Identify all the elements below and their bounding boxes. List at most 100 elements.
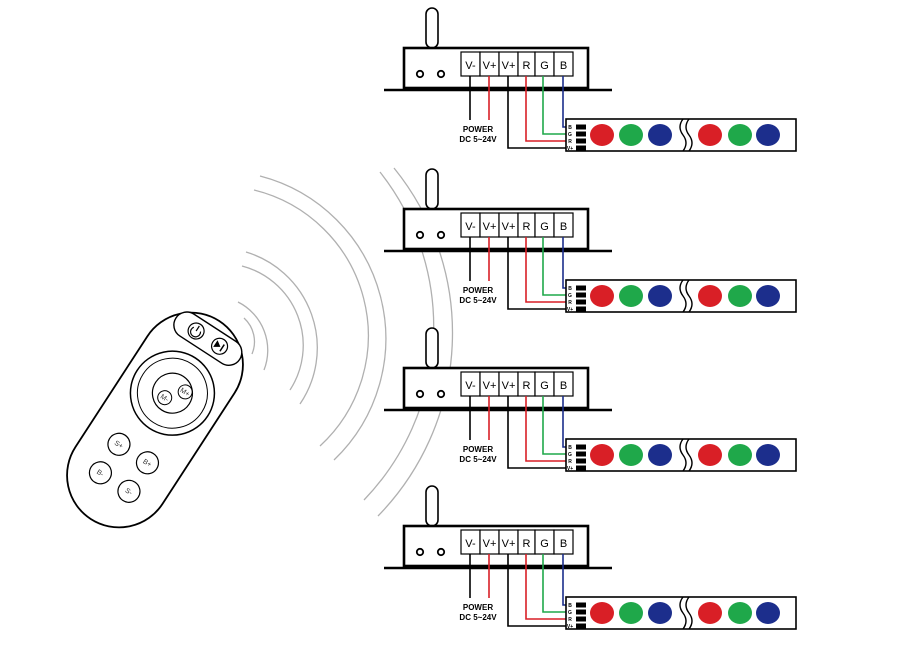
terminal-label: V+ <box>483 221 497 233</box>
terminal-label: V+ <box>502 60 516 72</box>
terminal-label: V+ <box>483 538 497 550</box>
terminal-label: G <box>540 60 549 72</box>
strip-pin <box>576 465 586 471</box>
strip-pin-label: B <box>568 603 572 609</box>
strip-pin-label: G <box>568 293 572 299</box>
strip-pin-label: V+ <box>567 307 573 313</box>
led-dot <box>648 444 672 466</box>
led-dot <box>648 124 672 146</box>
red-wire <box>525 554 578 620</box>
button-b-plus-label: B+ <box>141 458 152 469</box>
strip-pin <box>576 609 586 615</box>
strip-break <box>679 438 687 472</box>
button-s-minus[interactable]: S- <box>114 476 144 506</box>
power-icon[interactable] <box>185 320 207 342</box>
strip-pin <box>576 444 586 450</box>
vplus-wire <box>507 396 578 469</box>
remote-control: M+ M- B+ B- S+ S- <box>66 311 244 529</box>
terminal-label: B <box>560 380 567 392</box>
strip-pin <box>576 124 586 130</box>
strip-break <box>679 596 687 630</box>
led-dot <box>756 602 780 624</box>
terminal-label: G <box>540 380 549 392</box>
red-wire <box>525 237 578 303</box>
strip-pin <box>576 145 586 151</box>
led-dot <box>728 124 752 146</box>
screw-icon <box>436 547 446 557</box>
screw-icon <box>436 69 446 79</box>
strip-break <box>685 596 693 630</box>
screw-icon <box>415 547 425 557</box>
antenna-icon <box>425 7 439 49</box>
led-dot <box>619 285 643 307</box>
button-b-minus[interactable]: B- <box>85 458 115 488</box>
wires <box>469 76 578 149</box>
button-s-plus[interactable]: S+ <box>104 429 134 459</box>
touch-wheel[interactable] <box>114 335 230 451</box>
button-b-plus[interactable]: B+ <box>132 448 162 478</box>
led-dot <box>756 444 780 466</box>
voltage-label: DC 5~24V <box>459 455 497 464</box>
strip-pin-label: V+ <box>567 624 573 630</box>
terminal-label: B <box>560 221 567 233</box>
button-s-minus-label: S- <box>124 487 134 497</box>
screw-icon <box>436 230 446 240</box>
led-dot <box>756 124 780 146</box>
led-dot <box>590 285 614 307</box>
screw-icon <box>415 389 425 399</box>
strip-pin-label: V+ <box>567 466 573 472</box>
terminal-label: V+ <box>502 538 516 550</box>
terminal-label: B <box>560 60 567 72</box>
play-pause-icon[interactable] <box>209 335 231 357</box>
led-dot <box>619 444 643 466</box>
strip-pin-label: G <box>568 452 572 458</box>
terminal-label: R <box>523 380 531 392</box>
terminal-label: B <box>560 538 567 550</box>
screw-icon <box>436 389 446 399</box>
mode-plus-label: M+ <box>179 387 191 398</box>
led-dot <box>619 602 643 624</box>
strip-pin <box>576 138 586 144</box>
strip-pin-label: V+ <box>567 146 573 152</box>
terminal-label: R <box>523 538 531 550</box>
terminal-label: V- <box>465 60 476 72</box>
screw-icon <box>415 69 425 79</box>
button-b-minus-label: B- <box>95 469 105 479</box>
led-dot <box>728 602 752 624</box>
strip-pin-label: B <box>568 286 572 292</box>
vplus-wire <box>507 237 578 310</box>
led-dot <box>590 124 614 146</box>
terminal-label: G <box>540 538 549 550</box>
strip-pin-label: B <box>568 125 572 131</box>
strip-pin <box>576 623 586 629</box>
led-dot <box>698 444 722 466</box>
terminal-label: V- <box>465 221 476 233</box>
strip-pin <box>576 602 586 608</box>
strip-pin-label: R <box>568 139 572 145</box>
led-dot <box>756 285 780 307</box>
mode-minus-button[interactable]: M- <box>155 388 174 407</box>
strip-pin <box>576 451 586 457</box>
mode-plus-button[interactable]: M+ <box>175 382 194 401</box>
terminal-label: R <box>523 221 531 233</box>
terminal-label: V+ <box>502 221 516 233</box>
power-label: POWER <box>463 125 493 134</box>
strip-pin-label: B <box>568 445 572 451</box>
led-dot <box>728 444 752 466</box>
mode-minus-label: M- <box>159 393 170 404</box>
vplus-wire <box>507 554 578 627</box>
terminal-label: G <box>540 221 549 233</box>
vplus-wire <box>507 76 578 149</box>
button-s-plus-label: S+ <box>113 440 124 451</box>
power-label: POWER <box>463 445 493 454</box>
led-dot <box>698 285 722 307</box>
strip-pin-label: R <box>568 300 572 306</box>
led-dot <box>619 124 643 146</box>
terminal-label: R <box>523 60 531 72</box>
led-dot <box>648 285 672 307</box>
strip-pin-label: R <box>568 459 572 465</box>
